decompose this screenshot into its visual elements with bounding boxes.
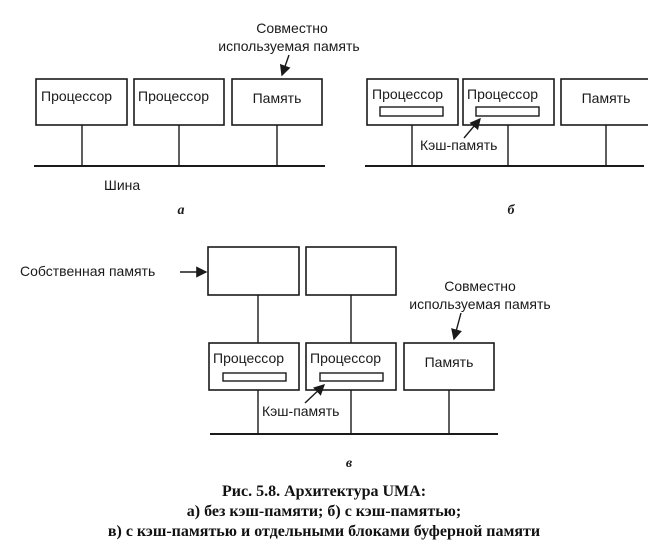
memory-label: Память (582, 90, 631, 106)
caption-line: а) без кэш-памяти; б) с кэш-памятью; (186, 503, 462, 520)
pointer-arrow (279, 54, 291, 77)
shared-memory-label: используемая память (218, 38, 359, 54)
processor-label: Процессор (467, 86, 538, 102)
processor-box (305, 342, 397, 391)
processor-box (366, 78, 459, 126)
shared-memory-label: Совместно (256, 20, 328, 36)
pointer-arrow (463, 117, 481, 139)
subfigure-label-c: в (346, 456, 353, 471)
processor-box (208, 342, 300, 391)
processor-label: Процессор (213, 350, 284, 366)
processor-box (133, 78, 225, 126)
panel-b: Процессор Процессор Память Кэш-память б (365, 78, 648, 218)
subfigure-label-b: б (508, 203, 516, 218)
panel-c: Собственная память Процессор Процессор П… (20, 246, 551, 471)
shared-memory-label: Совместно (444, 278, 516, 294)
pointer-arrow (304, 384, 326, 404)
pointer-arrow (451, 312, 462, 341)
processor-label: Процессор (41, 88, 112, 104)
subfigure-label-a: а (178, 203, 185, 218)
processor-label: Процессор (138, 88, 209, 104)
shared-memory-label: используемая память (409, 296, 550, 312)
memory-label: Память (425, 354, 474, 370)
cache-label: Кэш-память (262, 403, 339, 419)
private-memory-box (305, 246, 397, 296)
processor-label: Процессор (372, 86, 443, 102)
processor-box (462, 78, 555, 126)
panel-a: Процессор Процессор Память Совместно исп… (34, 20, 360, 218)
cache-block (475, 106, 540, 117)
processor-label: Процессор (310, 350, 381, 366)
figure-caption: Рис. 5.8. Архитектура UMA: а) без кэш-па… (0, 482, 648, 542)
private-memory-label: Собственная память (20, 263, 155, 279)
caption-line: в) с кэш-памятью и отдельными блоками бу… (107, 523, 541, 540)
caption-line: Рис. 5.8. Архитектура UMA: (221, 483, 427, 500)
cache-block (319, 372, 384, 382)
cache-block (379, 106, 444, 117)
memory-label: Память (253, 90, 302, 106)
cache-block (222, 372, 287, 382)
private-memory-box (207, 246, 300, 296)
processor-box (35, 78, 128, 126)
uma-architecture-diagram: Процессор Процессор Память Совместно исп… (20, 20, 648, 471)
bus-label: Шина (104, 177, 140, 193)
cache-label: Кэш-память (420, 137, 497, 153)
